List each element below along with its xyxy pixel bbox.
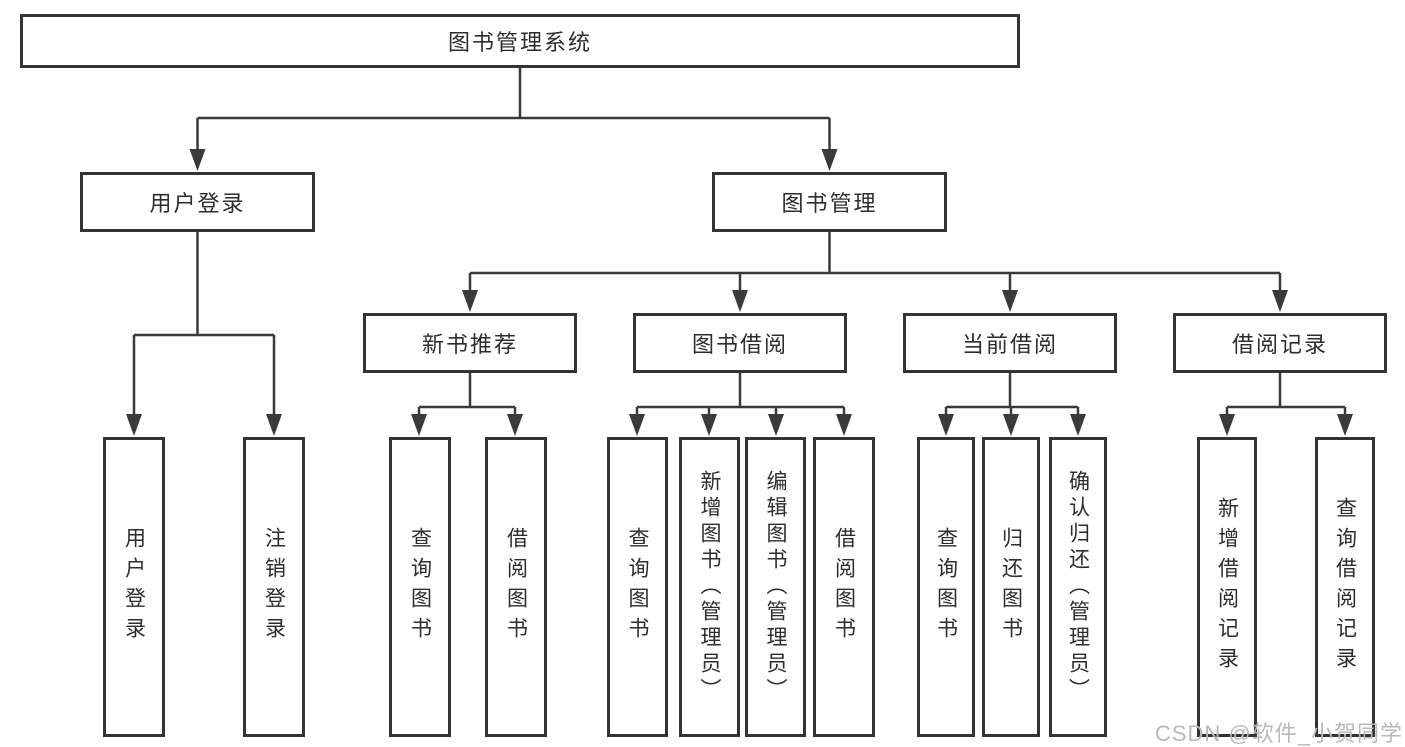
leaf-label: 编辑图书（管理员） bbox=[764, 470, 787, 704]
leaf-logout: 注销登录 bbox=[243, 437, 305, 737]
node-book-management: 图书管理 bbox=[712, 172, 947, 232]
node-label: 新书推荐 bbox=[421, 332, 518, 357]
node-label: 图书管理 bbox=[781, 191, 878, 216]
leaf-label: 注销登录 bbox=[262, 527, 286, 647]
leaf-confirm-return-admin: 确认归还（管理员） bbox=[1049, 437, 1107, 737]
node-label: 用户登录 bbox=[149, 191, 246, 216]
leaf-label: 查询图书 bbox=[408, 527, 432, 647]
leaf-add-books-admin: 新增图书（管理员） bbox=[679, 437, 740, 737]
leaf-query-books-2: 查询图书 bbox=[607, 437, 668, 737]
leaf-label: 查询图书 bbox=[934, 527, 958, 647]
node-user-login: 用户登录 bbox=[80, 172, 315, 232]
leaf-label: 借阅图书 bbox=[832, 527, 856, 647]
leaf-query-books-3: 查询图书 bbox=[917, 437, 975, 737]
leaf-user-login: 用户登录 bbox=[103, 437, 165, 737]
leaf-borrow-books-1: 借阅图书 bbox=[485, 437, 547, 737]
leaf-label: 查询图书 bbox=[626, 527, 649, 647]
leaf-label: 查询借阅记录 bbox=[1333, 497, 1357, 677]
node-label: 图书管理系统 bbox=[447, 30, 592, 55]
node-label: 当前借阅 bbox=[961, 332, 1058, 357]
leaf-edit-books-admin: 编辑图书（管理员） bbox=[745, 437, 806, 737]
node-new-book-recommend: 新书推荐 bbox=[363, 313, 577, 373]
leaf-query-borrow-record: 查询借阅记录 bbox=[1315, 437, 1375, 737]
leaf-label: 新增借阅记录 bbox=[1215, 497, 1239, 677]
leaf-label: 归还图书 bbox=[999, 527, 1023, 647]
node-label: 图书借阅 bbox=[691, 332, 788, 357]
leaf-label: 新增图书（管理员） bbox=[698, 470, 721, 704]
leaf-add-borrow-record: 新增借阅记录 bbox=[1197, 437, 1257, 737]
leaf-label: 用户登录 bbox=[122, 527, 146, 647]
node-borrow-records: 借阅记录 bbox=[1173, 313, 1387, 373]
leaf-label: 确认归还（管理员） bbox=[1066, 470, 1090, 704]
node-library-management-system: 图书管理系统 bbox=[20, 14, 1020, 68]
node-book-borrowing: 图书借阅 bbox=[633, 313, 847, 373]
leaf-label: 借阅图书 bbox=[504, 527, 528, 647]
csdn-watermark: CSDN @软件_小贺同学 bbox=[1154, 721, 1403, 746]
node-label: 借阅记录 bbox=[1231, 332, 1328, 357]
node-current-borrowing: 当前借阅 bbox=[903, 313, 1117, 373]
leaf-borrow-books-2: 借阅图书 bbox=[813, 437, 875, 737]
leaf-query-books-1: 查询图书 bbox=[389, 437, 451, 737]
leaf-return-books: 归还图书 bbox=[982, 437, 1040, 737]
